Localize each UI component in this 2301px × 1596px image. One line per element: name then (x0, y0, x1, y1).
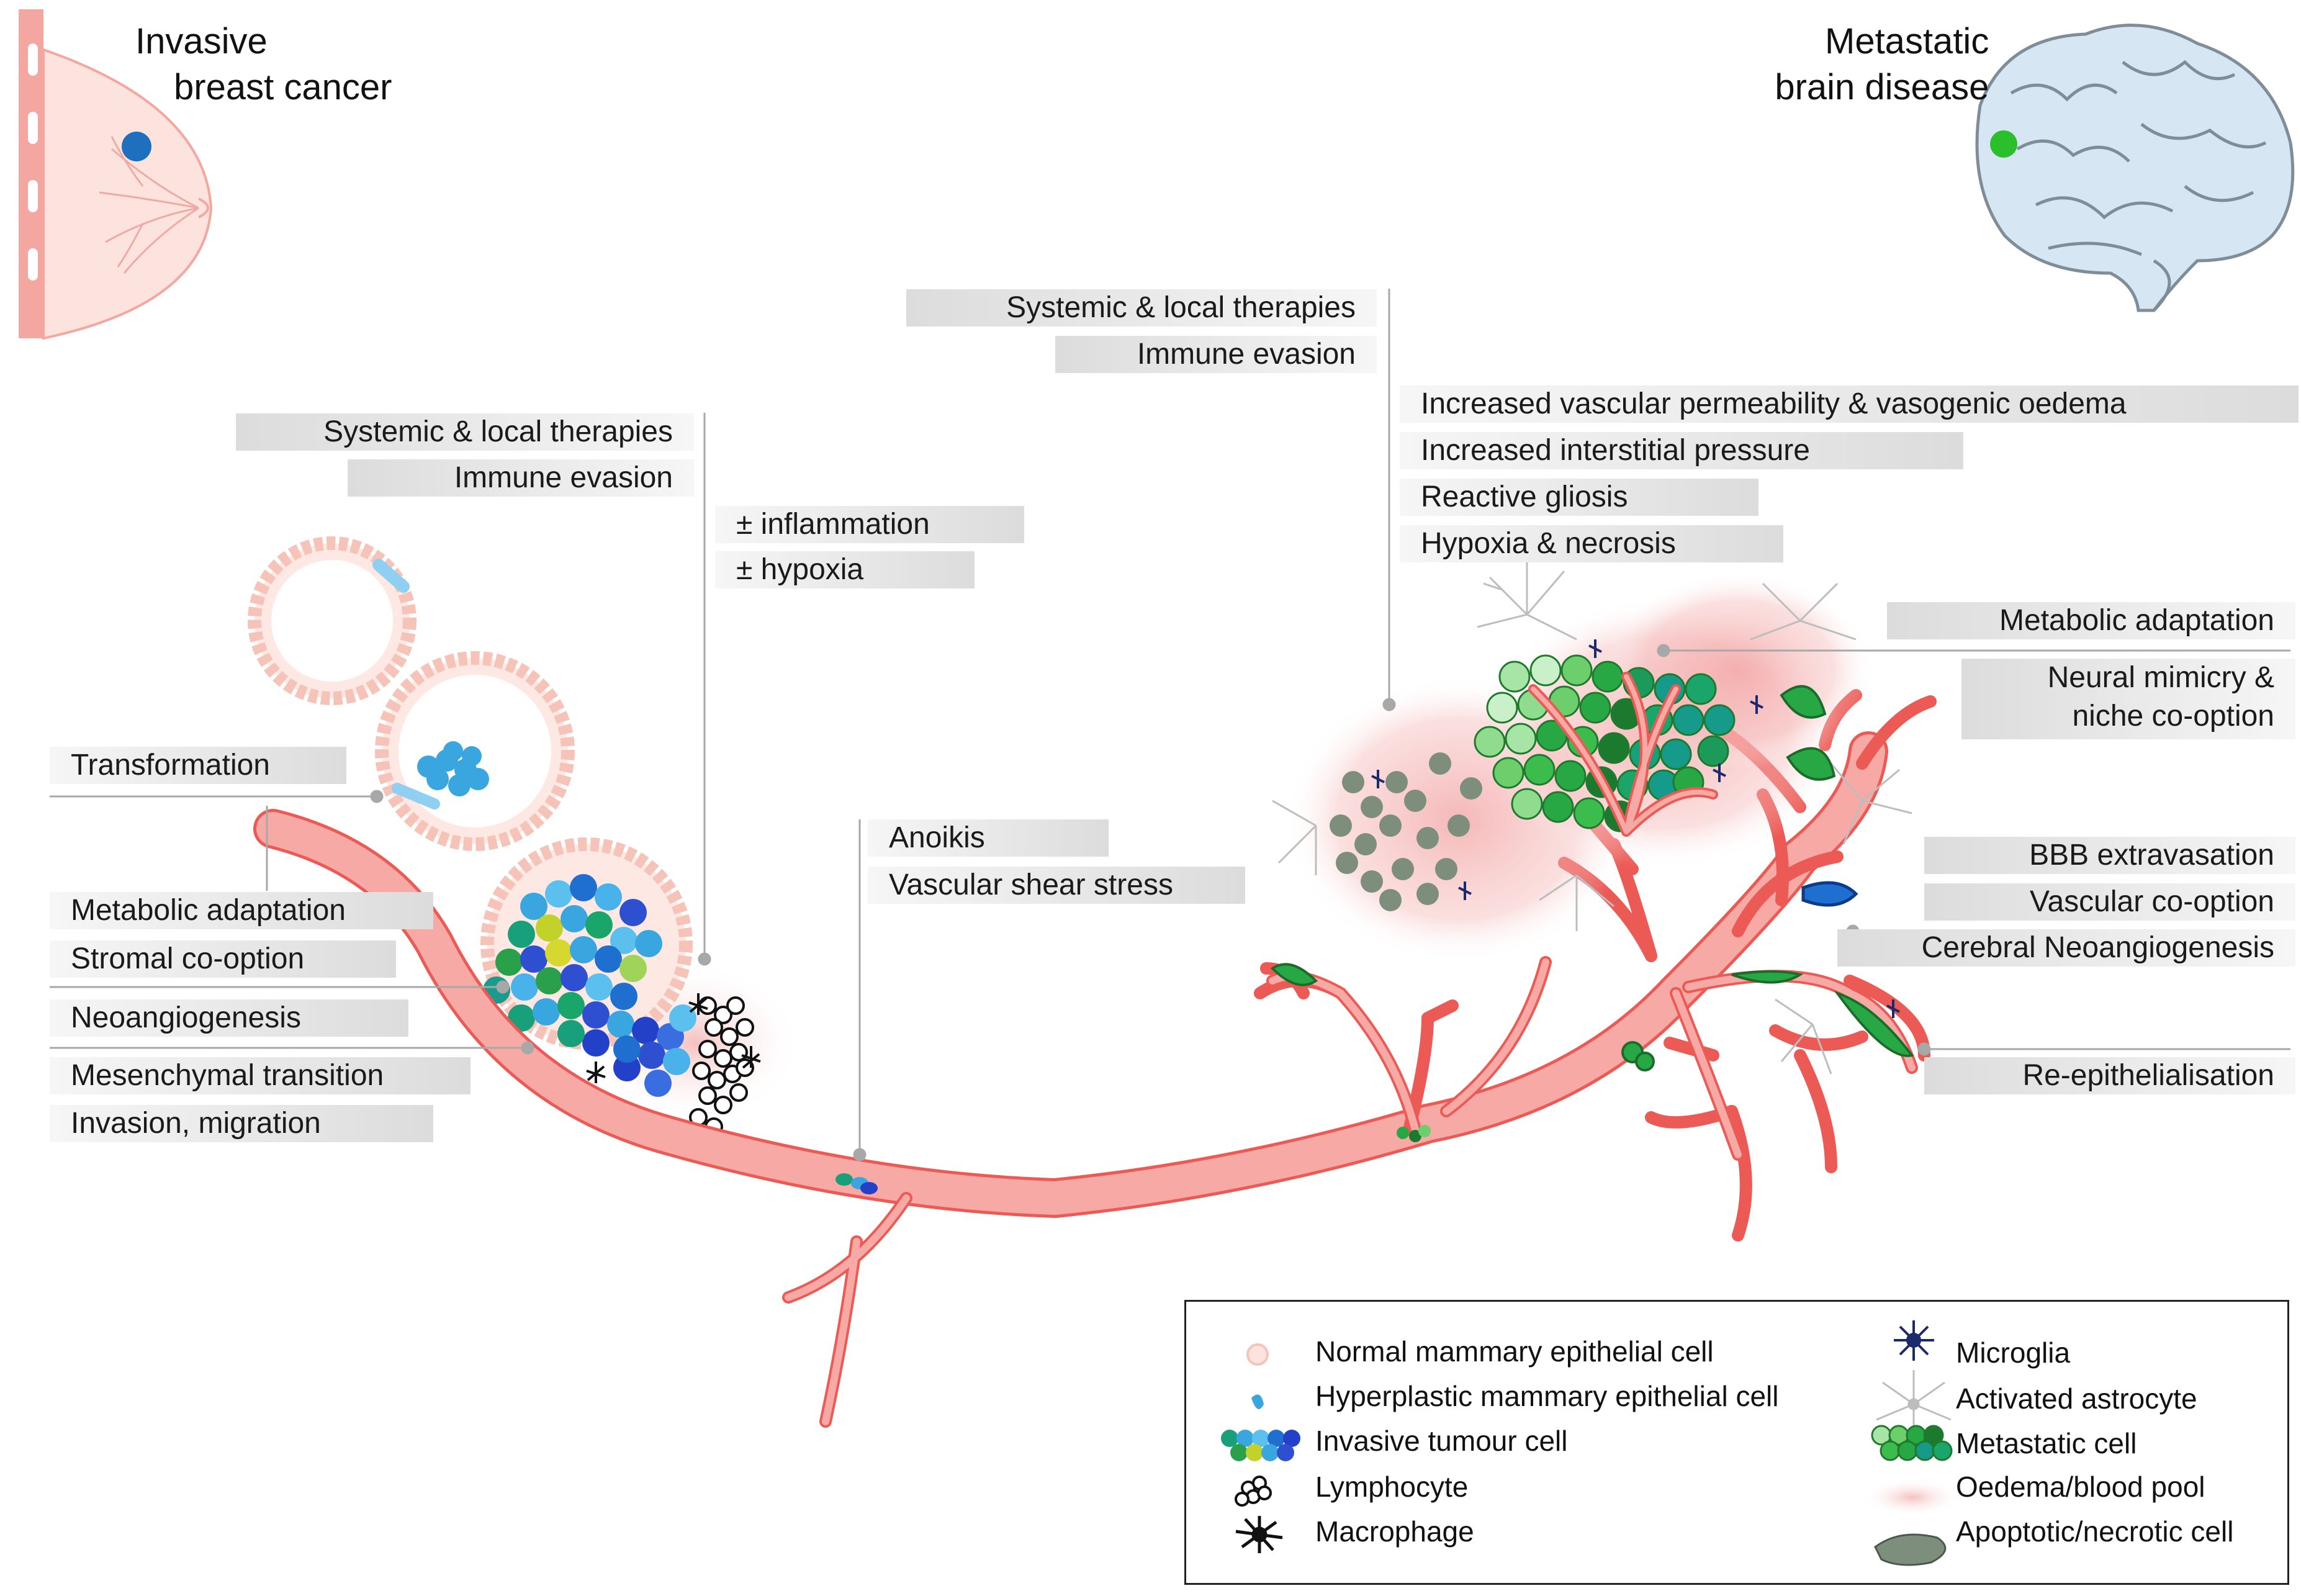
label-bbb-extravasation: BBB extravasation (1924, 837, 2295, 874)
label-re-epithelialisation: Re-epithelialisation (1924, 1057, 2295, 1094)
label-invasion-migration: Invasion, migration (50, 1105, 433, 1142)
label-metabolic-adaptation-brain: Metabolic adaptation (1887, 602, 2295, 639)
source-heading-line2: breast cancer (174, 67, 392, 107)
label-reactive-gliosis: Reactive gliosis (1400, 479, 1758, 516)
label-transformation: Transformation (50, 747, 346, 784)
lymphocyte-icon (1235, 1476, 1272, 1507)
label-immune-evasion-primary: Immune evasion (348, 459, 694, 497)
destination-heading-line1: Metastatic (1825, 21, 1989, 61)
brain-icon (1975, 24, 2295, 312)
label-cerebral-neoangiogenesis: Cerebral Neoangiogenesis (1837, 929, 2295, 967)
legend-item-microglia: Microglia (1956, 1337, 2071, 1369)
necrotic-cell-icon (1874, 1533, 1947, 1566)
label-neural-mimicry: Neural mimicry & niche co-option (1961, 659, 2295, 739)
legend-item-hyperplastic-cell: Hyperplastic mammary epithelial cell (1315, 1380, 1779, 1412)
legend-item-normal-cell: Normal mammary epithelial cell (1315, 1335, 1714, 1368)
normal-acinus (248, 536, 417, 705)
metastatic-cell-icon (1871, 1425, 1953, 1461)
source-heading: Invasive breast cancer (135, 19, 392, 110)
label-stromal-co-option: Stromal co-option (50, 940, 396, 978)
primary-invasive-tumour (480, 837, 801, 1136)
circulating-tumour-cells (835, 1125, 1431, 1194)
astrocyte-cluster (1272, 559, 1912, 1075)
label-mesenchymal-transition: Mesenchymal transition (50, 1057, 471, 1094)
brain-metastasis (1270, 559, 1914, 1075)
source-heading-line1: Invasive (135, 21, 268, 61)
label-interstitial-pressure: Increased interstitial pressure (1400, 432, 1963, 469)
legend-item-invasive-cell: Invasive tumour cell (1315, 1425, 1568, 1457)
legend-item-lymphocyte: Lymphocyte (1315, 1471, 1469, 1503)
oedema-icon (1863, 1479, 1962, 1516)
label-vascular-shear-stress: Vascular shear stress (868, 867, 1245, 904)
label-vascular-co-option: Vascular co-option (1924, 883, 2295, 921)
label-metabolic-adaptation-primary: Metabolic adaptation (50, 892, 433, 929)
label-neoangiogenesis-primary: Neoangiogenesis (50, 999, 408, 1037)
legend-item-necrotic-cell: Apoptotic/necrotic cell (1956, 1515, 2234, 1548)
normal-cell-icon (1246, 1343, 1269, 1366)
label-therapies-primary: Systemic & local therapies (236, 413, 694, 451)
destination-heading-line2: brain disease (1775, 67, 1989, 107)
primary-tumour-icon (122, 132, 151, 161)
extravasating-cell-icon (1801, 881, 1858, 907)
label-inflammation: ± inflammation (715, 506, 1024, 543)
legend-item-macrophage: Macrophage (1315, 1515, 1474, 1548)
legend-icons (1221, 1320, 1962, 1566)
legend-item-astrocyte: Activated astrocyte (1956, 1382, 2197, 1415)
label-therapies-brain: Systemic & local therapies (906, 289, 1377, 327)
destination-heading: Metastatic brain disease (1738, 19, 1989, 110)
astrocyte-icon (1876, 1370, 1952, 1432)
lymphocyte-cluster (689, 996, 754, 1136)
label-anoikis: Anoikis (868, 819, 1109, 857)
legend-item-oedema: Oedema/blood pool (1956, 1471, 2205, 1503)
label-vascular-permeability: Increased vascular permeability & vasoge… (1400, 385, 2299, 423)
hyperplastic-acinus (375, 651, 575, 851)
brain-metastasis-icon (1990, 130, 2017, 158)
label-immune-evasion-brain: Immune evasion (1055, 336, 1377, 373)
hyperplastic-cell-icon (1251, 1394, 1264, 1409)
label-hypoxia: ± hypoxia (715, 551, 975, 588)
breast-icon (19, 9, 213, 340)
microglia-cluster (1371, 639, 1900, 1018)
necrotic-region (1330, 752, 1482, 911)
macrophage-icon (1235, 1516, 1283, 1553)
legend: Normal mammary epithelial cell Hyperplas… (1184, 1300, 2289, 1585)
label-hypoxia-necrosis: Hypoxia & necrosis (1400, 525, 1783, 562)
microglia-icon (1894, 1320, 1934, 1361)
legend-item-metastatic-cell: Metastatic cell (1956, 1427, 2137, 1459)
macrophage-cluster (586, 993, 761, 1083)
invasive-cell-icon (1221, 1430, 1300, 1461)
